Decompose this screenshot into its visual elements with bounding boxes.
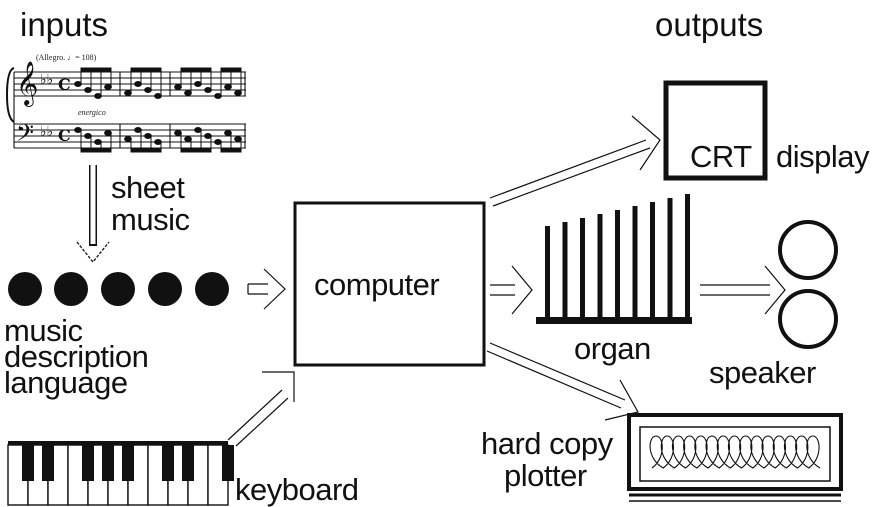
piano-black-key	[102, 445, 114, 481]
crt-box	[663, 80, 768, 181]
organ-pipe	[597, 214, 603, 318]
plotter	[627, 413, 843, 502]
plotter-label-1: hard copy	[481, 426, 613, 461]
svg-text:♭♭: ♭♭	[40, 72, 53, 88]
organ-label: organ	[574, 331, 651, 366]
description-label-2: description	[4, 339, 149, 374]
computer-label: computer	[314, 267, 440, 302]
organ-pipe	[667, 198, 673, 318]
hollow-arrows	[227, 115, 786, 447]
organ-pipe	[545, 226, 550, 318]
keyboard-label: keyboard	[235, 472, 359, 507]
svg-text:𝄞: 𝄞	[16, 61, 38, 107]
svg-text:𝄢: 𝄢	[16, 119, 34, 152]
organ-pipe	[580, 218, 585, 318]
description-dots	[8, 272, 229, 306]
organ-pipe	[562, 222, 568, 318]
keyboard-top-bar	[8, 441, 228, 445]
speaker-circles	[778, 220, 838, 349]
organ-pipes	[545, 194, 690, 318]
piano-black-key	[222, 445, 234, 481]
speaker-label: speaker	[709, 355, 816, 390]
organ-pipe	[650, 202, 655, 318]
computer-box	[293, 201, 486, 367]
inputs-header: inputs	[20, 6, 109, 43]
piano-keyboard	[7, 441, 234, 506]
piano-black-key	[122, 445, 134, 481]
description-label-1: music	[4, 313, 83, 348]
expression-mark: energico	[78, 108, 106, 117]
crt-label: CRT	[690, 139, 752, 174]
organ-pipe	[632, 206, 638, 318]
treble-notes	[74, 67, 242, 99]
sheet-music-score: 𝄞 𝄢 ♭♭ ♭♭ C C	[5, 61, 246, 153]
display-label: display	[776, 139, 870, 174]
piano-black-key	[162, 445, 174, 481]
tempo-mark: (Allegro. ♩= 108)	[36, 53, 97, 62]
svg-text:C: C	[58, 126, 71, 145]
svg-text:C: C	[58, 75, 71, 94]
bass-notes	[74, 127, 242, 153]
piano-black-key	[22, 445, 34, 481]
organ-pipe	[685, 194, 690, 318]
sheet-music-label-2: music	[111, 202, 190, 237]
organ-pipe	[615, 210, 620, 318]
piano-black-key	[182, 445, 194, 481]
outputs-header: outputs	[655, 6, 764, 43]
sheet-music-label-1: sheet	[111, 170, 185, 205]
svg-text:♭♭: ♭♭	[40, 124, 53, 140]
plotter-label-2: plotter	[504, 458, 587, 493]
piano-black-key	[42, 445, 54, 481]
organ-base	[536, 317, 692, 324]
piano-black-key	[82, 445, 94, 481]
description-label-3: language	[4, 365, 128, 400]
